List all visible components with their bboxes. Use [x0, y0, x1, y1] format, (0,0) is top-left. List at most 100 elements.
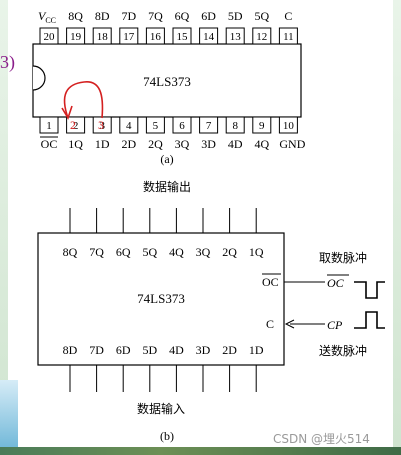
- pin-label: 2D: [121, 137, 136, 151]
- pin-number: 16: [150, 31, 162, 43]
- pin-label: 4Q: [254, 137, 269, 151]
- pin-box: [92, 27, 112, 45]
- input-label: 7D: [89, 343, 104, 357]
- blue-corner-decoration: [0, 380, 18, 450]
- cp-signal-label: CP: [327, 318, 343, 332]
- chip-a-body: [32, 43, 302, 118]
- pin-box: [199, 27, 219, 45]
- pin-box: [145, 27, 165, 45]
- pin-box: [66, 116, 86, 134]
- pin-label: 8D: [95, 9, 110, 23]
- pin-number: 14: [203, 31, 215, 43]
- pin-box: [225, 27, 245, 45]
- pin-label: 1D: [95, 137, 110, 151]
- pin-label: 7Q: [148, 9, 163, 23]
- data-input-caption: 数据输入: [137, 401, 185, 416]
- pin-label: 3Q: [175, 137, 190, 151]
- pin-number: 19: [70, 31, 82, 43]
- pin-box: [252, 27, 272, 45]
- chip-b-block: 数据输出 74LS373 8Q 7Q 6Q 5Q 4Q 3Q 2Q 1Q 8D 7D 6D 5D 4D…: [37, 179, 385, 443]
- oc-signal-label: OC: [327, 276, 345, 290]
- red-connection-annotation: [63, 81, 104, 119]
- pin-box: [252, 116, 272, 134]
- pin-label: 8Q: [68, 9, 83, 23]
- side-mark: 3): [0, 52, 15, 72]
- pin-box: [225, 116, 245, 134]
- pin-number: 6: [179, 120, 185, 132]
- pin-box: [145, 116, 165, 134]
- pin-label: 3D: [201, 137, 216, 151]
- pin-box: [39, 116, 59, 134]
- pin-number: 5: [153, 120, 159, 132]
- pin-number: 20: [44, 31, 56, 43]
- output-label: 6Q: [116, 245, 131, 259]
- data-output-caption: 数据输出: [143, 179, 191, 194]
- pin-label: C: [284, 9, 292, 23]
- input-label: 5D: [142, 343, 157, 357]
- bottom-image-strip: [0, 447, 401, 455]
- pin-box: [278, 27, 298, 45]
- pin-box: [199, 116, 219, 134]
- pin-box: [172, 116, 192, 134]
- pin-box: [119, 116, 139, 134]
- red-arrow-head: [61, 105, 73, 120]
- pin-number: 9: [259, 120, 265, 132]
- pin-number: 3: [99, 120, 105, 132]
- csdn-watermark: CSDN @埋火514: [273, 432, 370, 446]
- red-mark-2: 2: [70, 118, 76, 132]
- c-pin-label: C: [266, 317, 274, 331]
- left-frame-strip: [0, 0, 8, 455]
- cp-caption: 送数脉冲: [319, 343, 367, 358]
- oc-pin-label: OC: [262, 275, 279, 289]
- pin-number: 17: [123, 31, 135, 43]
- chip-b-body: [37, 232, 285, 366]
- pin-label: OC: [41, 137, 58, 151]
- pin-label: 2Q: [148, 137, 163, 151]
- pin-number: 2: [73, 120, 79, 132]
- pin-number: 1: [46, 120, 52, 132]
- right-frame-strip: [393, 0, 401, 455]
- pin-box: [278, 116, 298, 134]
- oc-caption: 取数脉冲: [319, 250, 367, 265]
- output-label: 8Q: [63, 245, 78, 259]
- output-label: 7Q: [89, 245, 104, 259]
- cp-pulse-waveform: [354, 311, 385, 329]
- pin-label: 7D: [121, 9, 136, 23]
- pin-number: 15: [177, 31, 189, 43]
- pin-box: [172, 27, 192, 45]
- c-pin-arrow: [284, 319, 295, 329]
- pin-label: 6Q: [175, 9, 190, 23]
- pin-label: 1Q: [68, 137, 83, 151]
- input-label: 6D: [116, 343, 131, 357]
- output-label: 2Q: [222, 245, 237, 259]
- chip-a-notch: [32, 65, 46, 91]
- pin-box: [119, 27, 139, 45]
- pin-box: [39, 27, 59, 45]
- pin-label: 5D: [228, 9, 243, 23]
- output-label: 3Q: [196, 245, 211, 259]
- pin-label: 4D: [228, 137, 243, 151]
- pin-number: 10: [283, 120, 295, 132]
- pin-number: 11: [283, 31, 294, 43]
- output-label: 4Q: [169, 245, 184, 259]
- pin-label: 6D: [201, 9, 216, 23]
- pin-number: 18: [97, 31, 109, 43]
- caption-b: (b): [160, 429, 174, 443]
- vcc-label: VCC: [38, 9, 56, 25]
- output-label: 5Q: [142, 245, 157, 259]
- oc-pulse-waveform: [354, 281, 385, 299]
- input-label: 8D: [63, 343, 78, 357]
- pin-label: GND: [279, 137, 305, 151]
- pin-number: 7: [206, 120, 212, 132]
- output-label: 1Q: [249, 245, 264, 259]
- pin-number: 8: [232, 120, 238, 132]
- input-label: 4D: [169, 343, 184, 357]
- input-label: 3D: [196, 343, 211, 357]
- caption-a: (a): [160, 152, 173, 166]
- pin-number: 13: [230, 31, 242, 43]
- chip-b-name: 74LS373: [137, 291, 185, 306]
- pin-label: 5Q: [254, 9, 269, 23]
- pin-number: 12: [256, 31, 267, 43]
